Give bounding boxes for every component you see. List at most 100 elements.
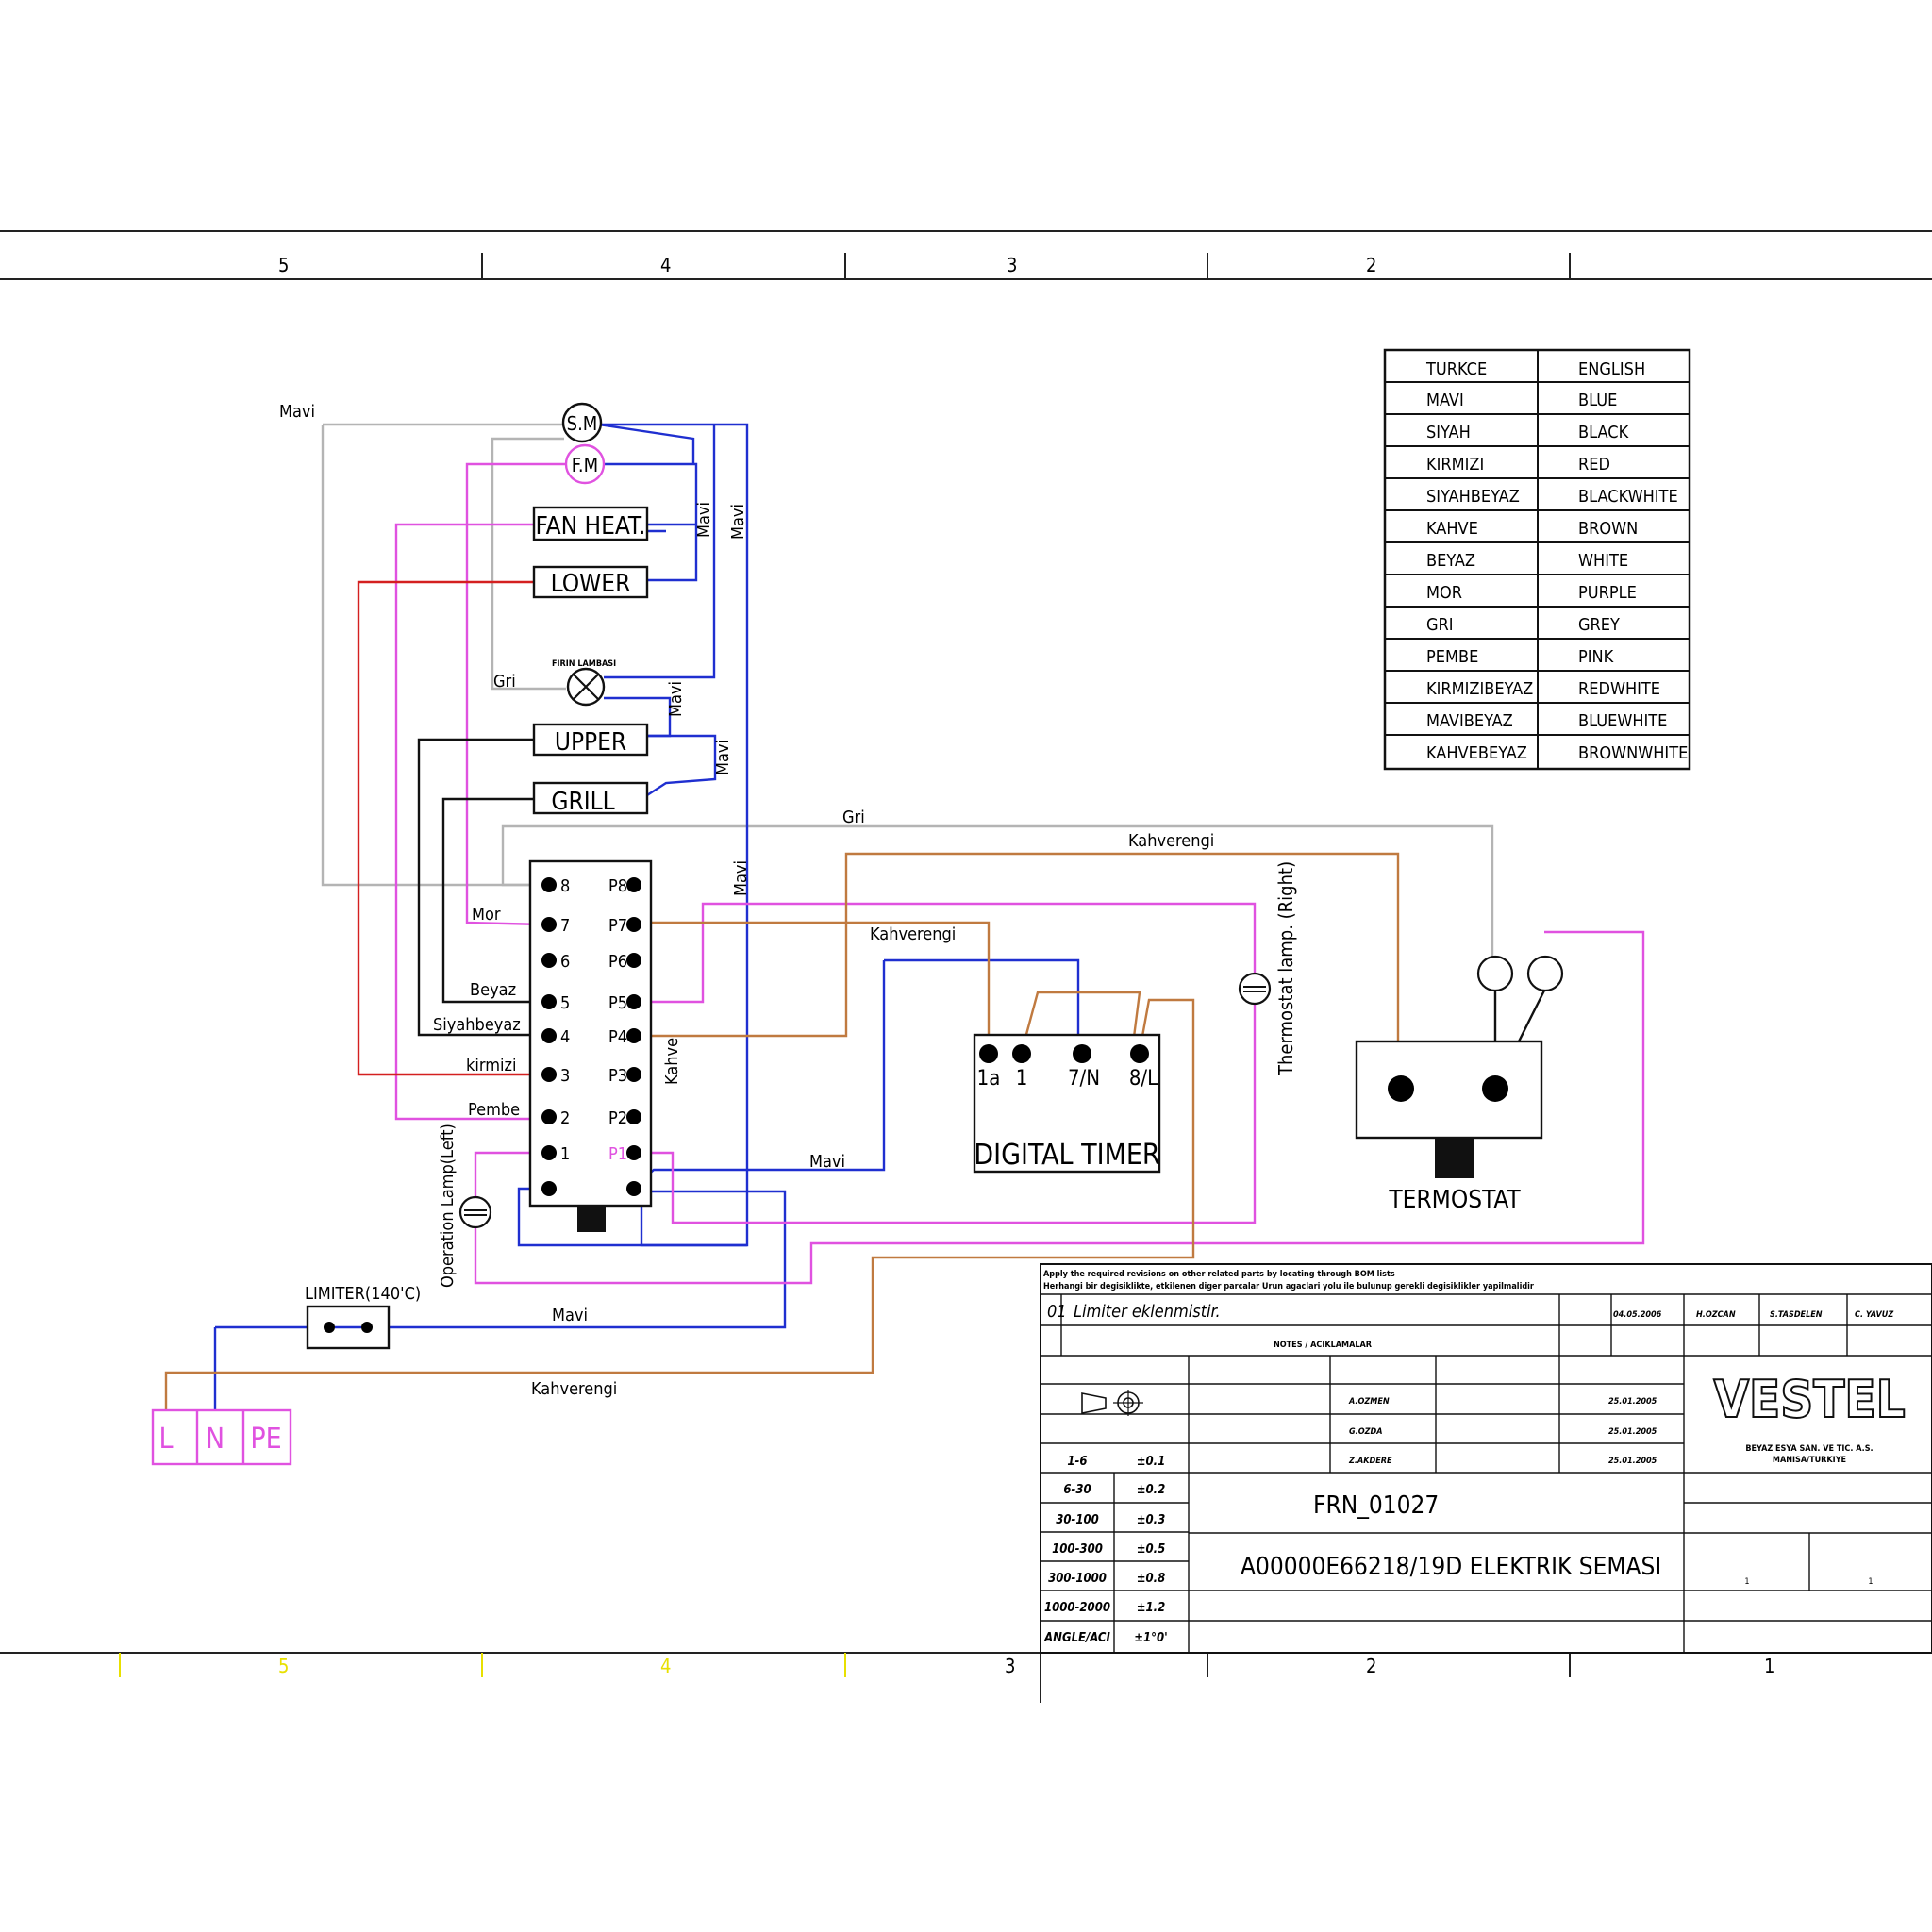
thermostat: TERMOSTAT (1355, 955, 1564, 1214)
wire-label-mavi-v3: Mavi (666, 681, 686, 717)
legend-turkish: MAVIBEYAZ (1426, 711, 1513, 731)
drawing-number: FRN_01027 (1313, 1491, 1439, 1520)
tolerance-value: ±0.3 (1137, 1513, 1166, 1527)
sm-label: S.M (567, 412, 598, 435)
switch-pin-label: P2 (608, 1108, 627, 1128)
oven-lamp-label: FIRIN LAMBASI (552, 659, 616, 669)
tolerance-range: ANGLE/ACI (1043, 1631, 1110, 1645)
legend-turkish: GRI (1426, 615, 1454, 635)
legend-english: BLACKWHITE (1578, 487, 1678, 507)
legend-turkish: KAHVEBEYAZ (1426, 743, 1527, 763)
thermostat-lamp-label: Thermostat lamp. (Right) (1274, 861, 1297, 1076)
legend-turkish: SIYAH (1426, 423, 1471, 442)
date-drawn: 25.01.2005 (1608, 1397, 1657, 1407)
title-block: Apply the required revisions on other re… (1040, 1263, 1932, 1654)
title-note-tr: Herhangi bir degisiklikte, etkilenen dig… (1043, 1282, 1534, 1291)
wire-blue-limiter (215, 1190, 787, 1329)
switch-terminal-right (626, 877, 641, 892)
legend-turkish: KIRMIZI (1426, 455, 1484, 475)
wire-label-kahverengi-top: Kahverengi (1128, 831, 1214, 851)
fan-heat-label: FAN HEAT. (536, 512, 646, 541)
switch-terminal-left (541, 1181, 557, 1196)
revision-no: 01 (1047, 1302, 1067, 1322)
switch-pin-label: P6 (608, 952, 627, 972)
switch-terminal-right (626, 1109, 641, 1124)
zone-top-5: 5 (278, 254, 289, 276)
tolerance-value: ±1°0' (1134, 1631, 1168, 1645)
wire-blue-upper-grill (646, 734, 717, 797)
wire-brown-timer-link (1020, 991, 1141, 1053)
wire-blue-timer-7n (884, 958, 1080, 1052)
checked-name: G.OZDA (1349, 1427, 1382, 1437)
zone-bottom-1: 1 (1764, 1655, 1774, 1677)
legend-turkish: MAVI (1426, 391, 1464, 410)
tolerance-value: ±0.5 (1137, 1542, 1166, 1557)
title-note-en: Apply the required revisions on other re… (1043, 1270, 1395, 1279)
wire-label-gri-top: Gri (842, 808, 865, 827)
timer-pin-1a: 1a (977, 1067, 1001, 1091)
limiter-label: LIMITER(140'C) (305, 1284, 421, 1304)
lower-label: LOWER (551, 570, 631, 598)
switch-terminal-right (626, 1067, 641, 1082)
tolerance-value: ±0.1 (1137, 1455, 1166, 1469)
legend-turkish: BEYAZ (1426, 551, 1475, 571)
drawn-by-name: A.OZMEN (1348, 1397, 1390, 1407)
switch-terminal-left (541, 994, 557, 1009)
legend-english: BROWNWHITE (1578, 743, 1688, 763)
wire-label-beyaz: Beyaz (470, 980, 516, 1000)
switch-terminal-left (541, 1067, 557, 1082)
wire-red-lower-kirmizi (357, 580, 533, 1076)
terminal-block: L N PE (151, 1408, 292, 1466)
fm-label: F.M (572, 454, 598, 476)
legend-english: BLUE (1578, 391, 1617, 410)
wire-grey-thermostat (501, 824, 1494, 960)
upper-label: UPPER (555, 728, 626, 757)
zone-bottom-2: 2 (1366, 1655, 1376, 1677)
switch-terminal-left (541, 1028, 557, 1043)
grill-heater: GRILL (532, 781, 649, 816)
timer-pin-1: 1 (1016, 1067, 1028, 1091)
legend-turkish: KAHVE (1426, 519, 1478, 539)
terminal-pe: PE (250, 1423, 281, 1456)
switch-pin-label: P1 (608, 1144, 627, 1164)
wire-label-mavi-timer: Mavi (809, 1152, 845, 1172)
termostat-label: TERMOSTAT (1388, 1186, 1521, 1214)
wire-label-pembe: Pembe (468, 1100, 520, 1120)
wire-label-mavi-v5: Mavi (731, 860, 751, 896)
company-sub1: BEYAZ ESYA SAN. VE TIC. A.S. (1745, 1444, 1873, 1454)
switch-terminal-right (626, 1181, 641, 1196)
wire-labels: Mavi Gri Gri Kahverengi Kahverengi Kahve… (279, 402, 1214, 1399)
sm-motor: S.M (561, 402, 603, 443)
legend-english: WHITE (1578, 551, 1628, 571)
wire-label-mavi-v1: Mavi (694, 502, 714, 538)
switch-terminal-right (626, 1028, 641, 1043)
zone-top-2: 2 (1366, 254, 1376, 276)
upper-heater: UPPER (532, 723, 649, 757)
legend-english: RED (1578, 455, 1610, 475)
legend-english: PURPLE (1578, 583, 1637, 603)
wire-label-kahve: Kahve (662, 1038, 682, 1085)
date-approved: 25.01.2005 (1608, 1457, 1657, 1466)
wire-brown-p4-thermostat (634, 852, 1400, 1090)
tolerance-range: 100-300 (1052, 1542, 1103, 1557)
legend-turkish: KIRMIZIBEYAZ (1426, 679, 1533, 699)
switch-pin-label: P7 (608, 916, 627, 936)
lower-heater: LOWER (532, 565, 649, 599)
wire-blue-ovenlamp (604, 425, 716, 679)
operation-lamp: Operation Lamp(Left) (438, 1124, 492, 1288)
legend-english: GREY (1578, 615, 1620, 635)
wire-grey-sm-to-pin8 (321, 425, 531, 887)
switch-pin-label: P4 (608, 1027, 627, 1047)
limiter: LIMITER(140'C) (305, 1284, 421, 1350)
zone-bottom-5: 5 (278, 1655, 289, 1677)
switch-terminal-right (626, 917, 641, 932)
legend-english: BLACK (1578, 423, 1629, 442)
switch-terminal-left (541, 953, 557, 968)
wire-brown-p7-timer (634, 921, 991, 1052)
switch-pin-label: 4 (560, 1027, 570, 1047)
switch-pin-label: 6 (560, 952, 570, 972)
switch-pin-label: P5 (608, 993, 627, 1013)
